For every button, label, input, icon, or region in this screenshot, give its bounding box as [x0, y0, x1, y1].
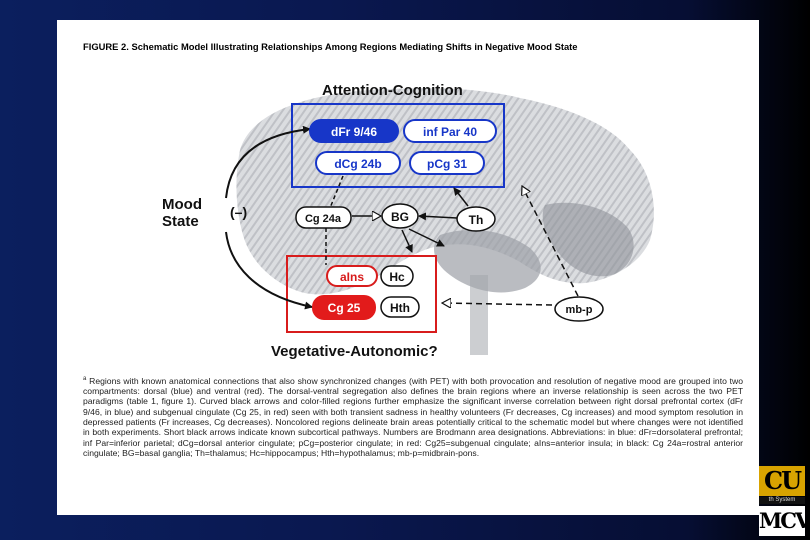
node-mbp-label: mb-p [566, 304, 593, 316]
logo-system-text: th System [759, 497, 805, 504]
node-infpar: inf Par 40 [403, 119, 497, 143]
arrow-th-to-bg [418, 212, 458, 221]
node-hth: Hth [380, 296, 420, 318]
institution-logo: CU th System MCV [759, 466, 810, 538]
node-cg25: Cg 25 [312, 295, 376, 320]
dashed-arrow-mbp-to-dorsal [522, 186, 579, 297]
node-cg24a: Cg 24a [295, 206, 352, 229]
schematic-diagram: Attention-Cognition Vegetative-Autonomic… [162, 82, 654, 360]
node-dcg-label: dCg 24b [334, 157, 381, 171]
figure-title: FIGURE 2. Schematic Model Illustrating R… [83, 41, 578, 52]
node-hc: Hc [380, 265, 414, 287]
node-dcg: dCg 24b [315, 151, 401, 175]
node-pcg: pCg 31 [409, 151, 485, 175]
node-cg24a-label: Cg 24a [305, 213, 342, 225]
dashed-arrow-mbp-to-hth [442, 303, 553, 305]
logo-cu: CU [759, 466, 805, 496]
node-cg25-label: Cg 25 [328, 301, 361, 315]
inverse-relationship-sign: (–) [230, 204, 247, 220]
node-ains-label: aIns [340, 270, 364, 284]
node-bg: BG [381, 203, 419, 229]
node-mbp: mb-p [554, 296, 604, 322]
arrow-th-up [453, 187, 469, 207]
logo-mcv: MCV [759, 506, 810, 536]
node-dfr: dFr 9/46 [309, 119, 399, 143]
arrow-bg-down [401, 229, 413, 253]
figure-caption: a Regions with known anatomical connecti… [83, 374, 743, 458]
attention-cognition-label: Attention-Cognition [322, 82, 463, 99]
link-dcg-cg24a [329, 175, 344, 209]
caption-footnote-marker: a [83, 376, 87, 382]
node-hc-label: Hc [389, 270, 405, 284]
node-bg-label: BG [391, 210, 409, 224]
node-th: Th [456, 206, 496, 232]
node-infpar-label: inf Par 40 [423, 125, 477, 139]
curved-arrow-to-dfr [225, 125, 311, 199]
curved-arrow-to-cg25 [225, 231, 313, 310]
caption-text: Regions with known anatomical connection… [83, 375, 743, 458]
vegetative-autonomic-label: Vegetative-Autonomic? [271, 343, 438, 360]
mood-label: Mood [162, 196, 202, 213]
node-pcg-label: pCg 31 [427, 157, 467, 171]
node-ains: aIns [326, 265, 378, 287]
arrow-bg-to-th [408, 228, 445, 247]
node-dfr-label: dFr 9/46 [331, 125, 377, 139]
node-hth-label: Hth [390, 301, 410, 315]
dorsal-compartment-box [291, 103, 505, 188]
ventral-compartment-box [286, 255, 437, 333]
state-label: State [162, 213, 199, 230]
node-th-label: Th [469, 213, 484, 227]
